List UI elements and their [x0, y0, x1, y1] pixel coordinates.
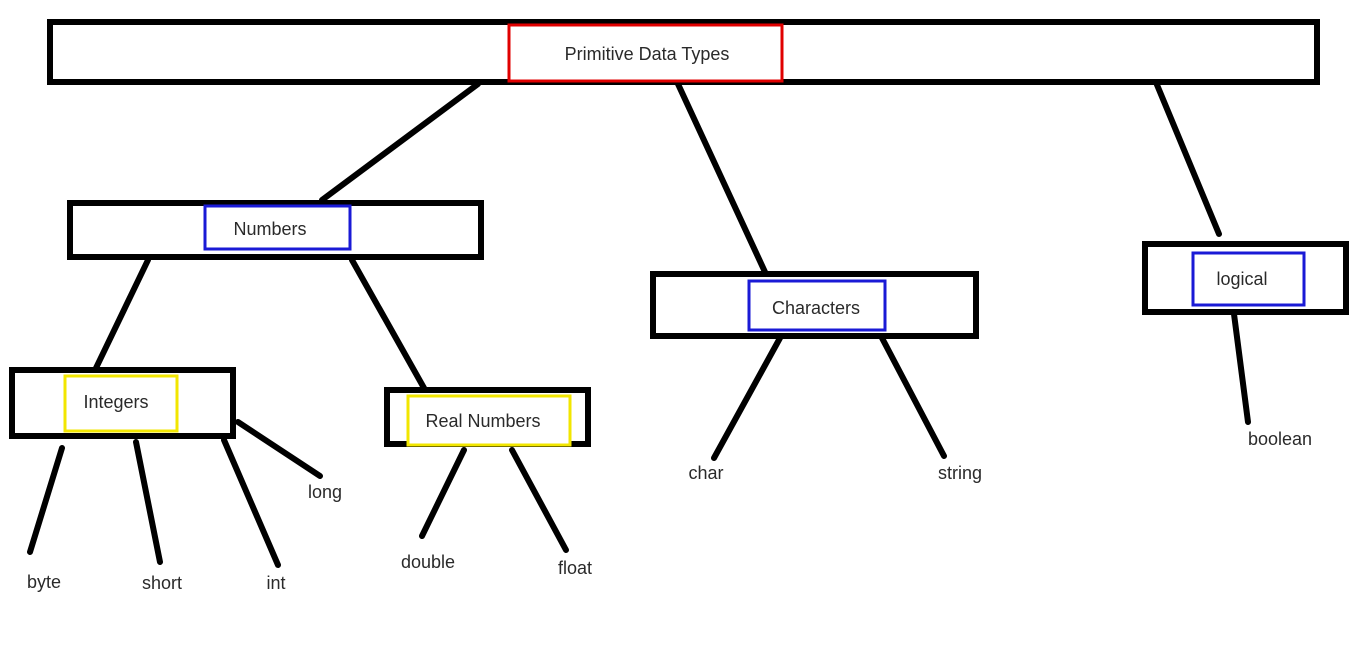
real-numbers-highlight-box	[406, 394, 572, 447]
node-integers: Integers	[9, 367, 236, 439]
leaf-boolean: boolean	[1248, 429, 1312, 449]
root-label: Primitive Data Types	[565, 44, 730, 64]
leaf-char: char	[688, 463, 723, 483]
leaf-short: short	[142, 573, 182, 593]
leaf-double: double	[401, 552, 455, 572]
edge-realnumbers-double	[419, 447, 467, 539]
node-root: Primitive Data Types	[47, 19, 1320, 85]
node-numbers: Numbers	[67, 200, 484, 260]
numbers-label: Numbers	[233, 219, 306, 239]
logical-label: logical	[1216, 269, 1267, 289]
edge-integers-short	[133, 439, 163, 565]
integers-label: Integers	[83, 392, 148, 412]
leaf-byte: byte	[27, 572, 61, 592]
connectors	[27, 77, 1251, 568]
node-real-numbers: Real Numbers	[384, 387, 591, 447]
edge-integers-int	[221, 437, 281, 568]
edge-characters-char	[711, 335, 783, 461]
leaf-float: float	[558, 558, 592, 578]
edge-integers-byte	[27, 445, 65, 555]
edge-numbers-realnumbers	[349, 257, 427, 391]
leaf-labels: byte short int long double float char st…	[27, 429, 1312, 593]
integers-highlight-box	[63, 374, 179, 433]
numbers-highlight-box	[203, 204, 352, 251]
edge-numbers-integers	[93, 257, 151, 371]
edge-root-logical	[1152, 77, 1222, 237]
node-characters: Characters	[650, 271, 979, 339]
leaf-long: long	[308, 482, 342, 502]
edge-root-numbers	[319, 81, 481, 203]
edge-root-characters	[675, 81, 768, 275]
edge-integers-long	[235, 419, 323, 479]
leaf-int: int	[266, 573, 285, 593]
node-logical: logical	[1142, 241, 1349, 315]
edge-characters-string	[879, 335, 947, 459]
edge-realnumbers-float	[509, 447, 569, 553]
root-highlight-box	[507, 23, 784, 83]
characters-highlight-box	[747, 279, 887, 332]
characters-label: Characters	[772, 298, 860, 318]
edge-logical-boolean	[1231, 311, 1251, 425]
leaf-string: string	[938, 463, 982, 483]
real-numbers-label: Real Numbers	[425, 411, 540, 431]
logical-highlight-box	[1191, 251, 1306, 307]
